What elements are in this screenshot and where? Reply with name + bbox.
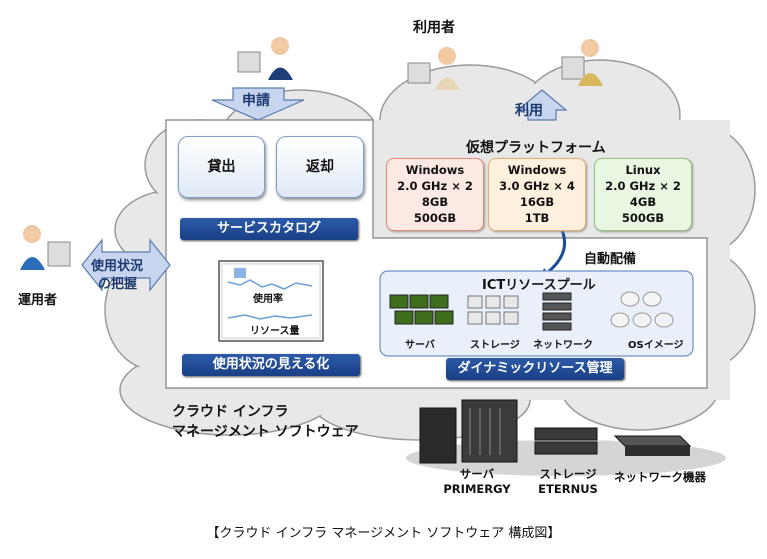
platform-cpu: 2.0 GHz × 2	[605, 179, 681, 193]
request-arrow	[211, 87, 305, 121]
server-icons	[389, 294, 454, 325]
auto-deploy-label: 自動配備	[584, 252, 637, 267]
platform-disk: 1TB	[524, 211, 550, 225]
usage-grasp-line1: 使用状況	[91, 259, 144, 274]
platform-linux: Linux 2.0 GHz × 2 4GB 500GB	[594, 158, 692, 231]
hardware-storage-line1: ストレージ	[539, 467, 597, 481]
platform-disk: 500GB	[621, 211, 665, 225]
usage-chart	[218, 260, 324, 342]
user-person-icon-1	[237, 37, 293, 80]
platform-disk: 500GB	[413, 211, 457, 225]
user-person-icon-3	[561, 39, 603, 86]
virtual-platform-title: 仮想プラットフォーム	[466, 140, 606, 156]
pool-item-network: ネットワーク	[533, 340, 593, 351]
platform-cpu: 3.0 GHz × 4	[499, 179, 575, 193]
platform-memory: 8GB	[421, 195, 449, 209]
software-name-line1: クラウド インフラ	[172, 404, 289, 420]
platform-cpu: 2.0 GHz × 2	[397, 179, 473, 193]
ict-pool-box	[379, 270, 694, 357]
use-arrow	[516, 89, 568, 121]
dynamic-resource-bar: ダイナミックリソース管理	[446, 358, 624, 380]
hardware-server-label: サーバ PRIMERGY	[437, 467, 517, 497]
platform-memory: 16GB	[519, 195, 555, 209]
usage-grasp-arrow	[81, 238, 171, 292]
network-hardware-icon	[613, 435, 692, 456]
hardware-network-line1: ネットワーク機器	[614, 470, 706, 484]
storage-hardware-icon	[534, 427, 598, 455]
pool-item-server: サーバ	[405, 340, 435, 351]
platform-os: Linux	[625, 163, 661, 177]
network-icons	[542, 292, 572, 331]
user-person-icon-2	[407, 47, 460, 90]
service-catalog-bar: サービスカタログ	[180, 218, 358, 240]
server-hardware-icon	[419, 399, 518, 464]
platform-os: Windows	[405, 163, 465, 177]
hardware-storage-line2: ETERNUS	[538, 482, 598, 496]
software-name-line2: マネージメント ソフトウェア	[172, 424, 359, 440]
request-label: 申請	[242, 93, 270, 109]
figure-caption: 【クラウド インフラ マネージメント ソフトウェア 構成図】	[206, 526, 561, 541]
os-image-icons	[610, 291, 674, 328]
usage-rate-label: 使用率	[253, 294, 283, 305]
operator-person-icon	[20, 225, 71, 270]
storage-icons	[467, 295, 519, 325]
hardware-storage-label: ストレージ ETERNUS	[528, 467, 608, 497]
usage-visualization-bar: 使用状況の見える化	[182, 354, 360, 376]
pool-item-os-image: OSイメージ	[628, 340, 684, 351]
platform-windows-small: Windows 2.0 GHz × 2 8GB 500GB	[386, 158, 484, 231]
platform-os: Windows	[507, 163, 567, 177]
use-label: 利用	[515, 103, 543, 119]
platform-memory: 4GB	[629, 195, 657, 209]
lend-button[interactable]: 貸出	[178, 136, 265, 198]
hardware-network-label: ネットワーク機器	[610, 470, 710, 485]
return-button[interactable]: 返却	[276, 136, 364, 198]
usage-grasp-line2: の把握	[98, 277, 138, 292]
operator-label: 運用者	[18, 293, 58, 308]
hardware-server-line1: サーバ	[459, 467, 495, 481]
resource-amount-label: リソース量	[250, 326, 300, 337]
users-label: 利用者	[413, 20, 455, 36]
ict-pool-title: ICTリソースプール	[482, 278, 596, 293]
hardware-server-line2: PRIMERGY	[443, 482, 511, 496]
platform-windows-large: Windows 3.0 GHz × 4 16GB 1TB	[488, 158, 586, 231]
pool-item-storage: ストレージ	[470, 340, 520, 351]
